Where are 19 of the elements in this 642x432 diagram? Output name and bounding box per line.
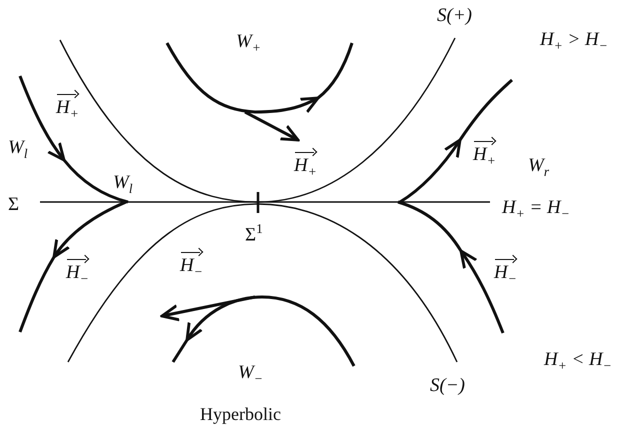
vector-label: H$_{+}$ bbox=[294, 148, 317, 178]
condition-label: H$_{+}$ > H$_{−}$ bbox=[540, 30, 608, 52]
region-label: W$_{l}$ bbox=[113, 173, 133, 196]
condition-label: H$_{+}$ < H$_{−}$ bbox=[544, 350, 612, 372]
vector-label: H$_{+}$ bbox=[56, 90, 79, 120]
vector-label: H$_{+}$ bbox=[473, 137, 496, 168]
curve-label: S(−) bbox=[430, 376, 465, 395]
region-label: W$_{−}$ bbox=[238, 363, 263, 386]
region-label: W$_{+}$ bbox=[236, 32, 261, 54]
region-label: W$_{r}$ bbox=[528, 156, 550, 178]
region-label: W$_{l}$ bbox=[8, 138, 28, 160]
vector-label: H$_{−}$ bbox=[66, 255, 89, 286]
axis-label: Σ bbox=[8, 195, 20, 214]
vector-label: H$_{−}$ bbox=[180, 248, 203, 278]
caption: Hyperbolic bbox=[200, 404, 281, 425]
vector-label: H$_{−}$ bbox=[494, 255, 517, 286]
point-label: Σ$^{1}$ bbox=[245, 222, 263, 244]
condition-label: H$_{+}$ = H$_{−}$ bbox=[502, 198, 570, 220]
curve-label: S(+) bbox=[437, 6, 472, 25]
